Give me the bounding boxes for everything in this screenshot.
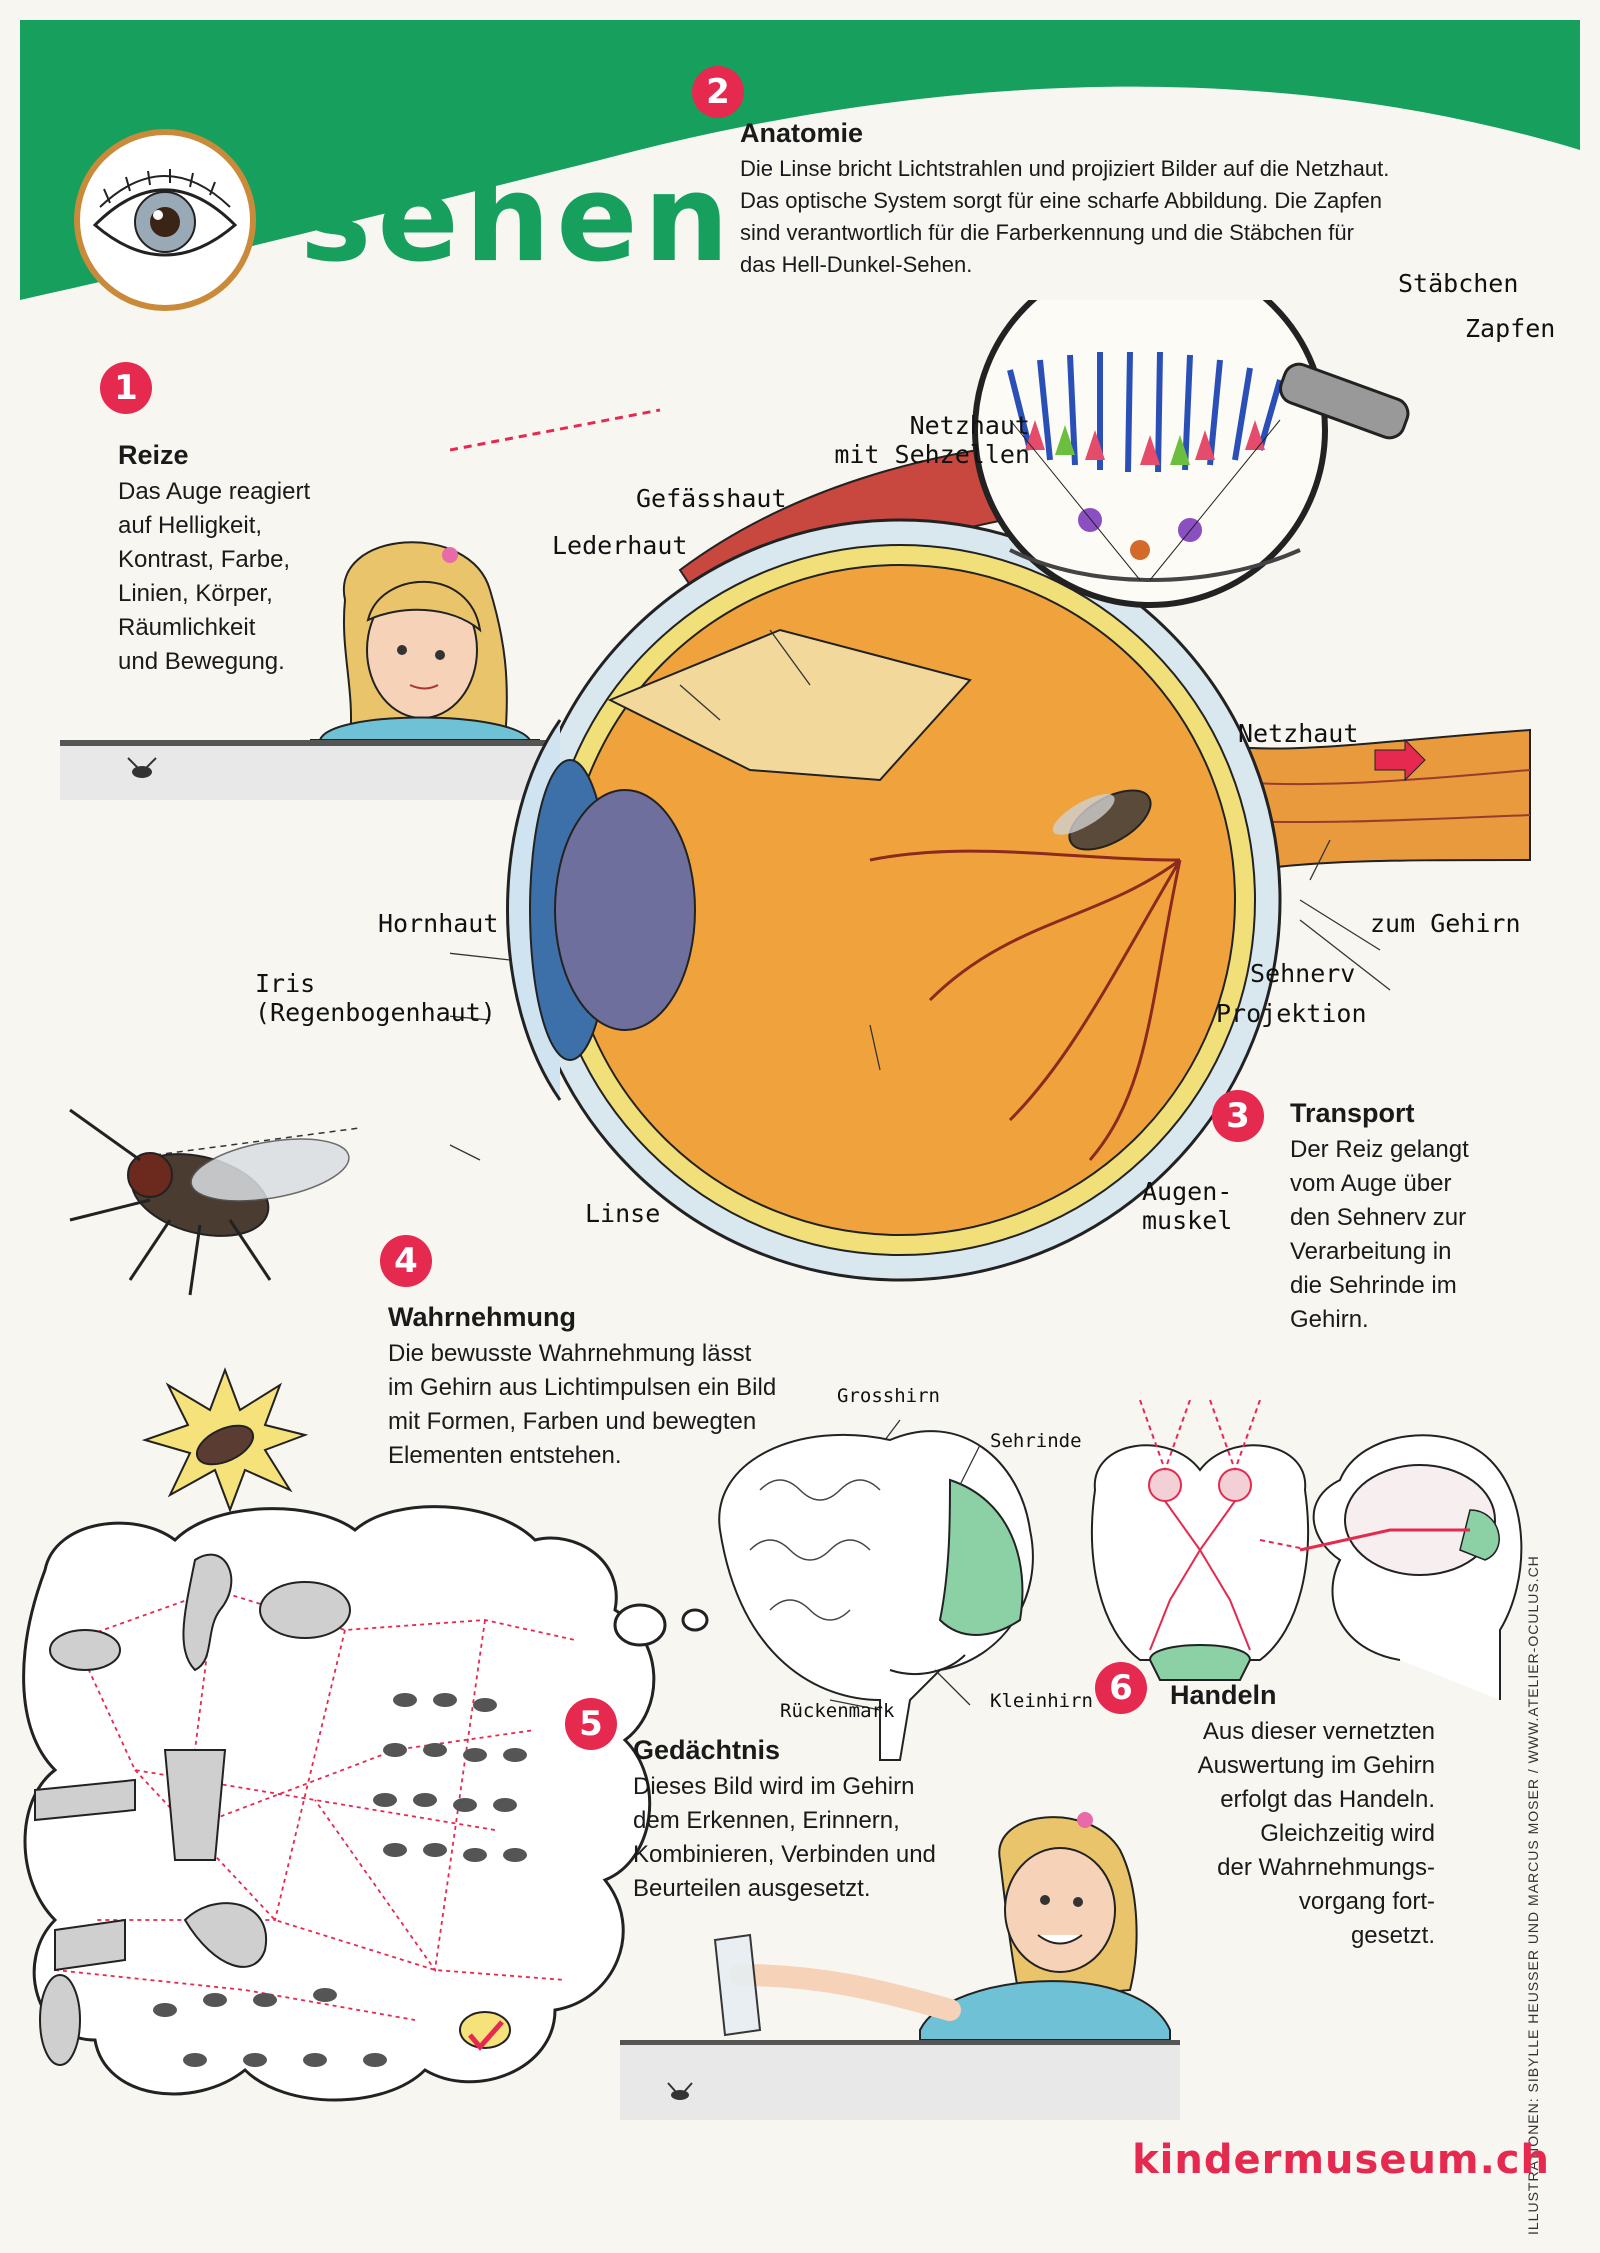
section-5-title: Gedächtnis	[633, 1735, 781, 1765]
section-3-title: Transport	[1290, 1098, 1415, 1128]
section-6-body: Aus dieser vernetzten Auswertung im Gehi…	[1197, 1718, 1435, 1950]
label-rueckenmark: Rückenmark	[780, 1700, 895, 1722]
section-4-body: Die bewusste Wahrnehmung lässt im Gehirn…	[388, 1340, 777, 1470]
glass-icon	[713, 1933, 762, 2037]
section-reize: Reize Das Auge reagiert auf Helligkeit, …	[118, 440, 348, 679]
small-fly-icon	[667, 2082, 693, 2100]
memory-cloud-illustration	[22, 1505, 656, 2102]
illustration-credit: ILLUSTRATIONEN: SIBYLLE HEUSSER UND MARC…	[1525, 1555, 1541, 2235]
label-lederhaut: Lederhaut	[552, 531, 688, 560]
label-gefaesshaut: Gefässhaut	[636, 484, 787, 513]
section-2-title: Anatomie	[740, 118, 864, 148]
section-2-body: Die Linse bricht Lichtstrahlen und proji…	[740, 156, 1390, 277]
eye-cross-section-illustration	[450, 300, 1531, 1282]
eye-logo	[74, 129, 256, 311]
label-netzhaut: Netzhaut	[1238, 719, 1359, 748]
label-netzhaut-sehzellen: Netzhaut mit Sehzellen	[834, 411, 1030, 469]
section-1-title: Reize	[118, 440, 189, 470]
section-4-title: Wahrnehmung	[388, 1302, 576, 1332]
section-1-number: 1	[100, 362, 152, 414]
section-6-title: Handeln	[1170, 1680, 1277, 1710]
small-fly-icon	[127, 757, 157, 778]
label-linse: Linse	[585, 1199, 661, 1228]
label-augenmuskel: Augen- muskel	[1142, 1177, 1233, 1235]
footer-brand[interactable]: kindermuseum.ch	[1132, 2137, 1550, 2183]
section-2-number: 2	[692, 66, 744, 118]
header-band	[20, 20, 1580, 300]
label-projektion: Projektion	[1216, 999, 1367, 1028]
eye-icon	[92, 169, 238, 257]
projected-fly-icon	[1052, 789, 1152, 851]
section-gedaechtnis: Gedächtnis Dieses Bild wird im Gehirn de…	[633, 1735, 1013, 1906]
girl-observing-illustration	[60, 541, 550, 800]
label-kleinhirn: Kleinhirn	[990, 1690, 1093, 1712]
section-6-number: 6	[1095, 1662, 1147, 1714]
section-anatomie: Anatomie Die Linse bricht Lichtstrahlen …	[740, 118, 1560, 281]
section-wahrnehmung: Wahrnehmung Die bewusste Wahrnehmung läs…	[388, 1302, 808, 1473]
brain-illustrations	[718, 1400, 1523, 1761]
label-grosshirn: Grosshirn	[837, 1385, 940, 1407]
girl-acting-illustration	[620, 1812, 1180, 2120]
section-transport: Transport Der Reiz gelangt vom Auge über…	[1290, 1098, 1530, 1337]
label-zum-gehirn: zum Gehirn	[1370, 909, 1521, 938]
thought-bubbles	[613, 1603, 709, 1647]
fly-illustration	[69, 1108, 360, 1296]
label-hornhaut: Hornhaut	[378, 909, 499, 938]
label-sehnerv: Sehnerv	[1250, 959, 1356, 988]
section-5-number: 5	[565, 1698, 617, 1750]
label-staebchen: Stäbchen	[1398, 269, 1519, 298]
label-iris: Iris (Regenbogenhaut)	[255, 969, 496, 1027]
section-3-number: 3	[1212, 1090, 1264, 1142]
starburst-fly-illustration	[141, 1367, 309, 1513]
label-sehrinde: Sehrinde	[990, 1430, 1082, 1452]
section-handeln: Handeln Aus dieser vernetzten Auswertung…	[1170, 1680, 1470, 1954]
arrow-right-icon	[1374, 738, 1426, 782]
section-3-body: Der Reiz gelangt vom Auge über den Sehne…	[1290, 1136, 1469, 1334]
checkmark-icon	[468, 2020, 504, 2051]
page-title: sehen	[300, 150, 736, 289]
section-1-body: Das Auge reagiert auf Helligkeit, Kontra…	[118, 478, 311, 676]
section-4-number: 4	[380, 1235, 432, 1287]
label-zapfen: Zapfen	[1465, 314, 1556, 343]
section-5-body: Dieses Bild wird im Gehirn dem Erkennen,…	[633, 1773, 936, 1903]
